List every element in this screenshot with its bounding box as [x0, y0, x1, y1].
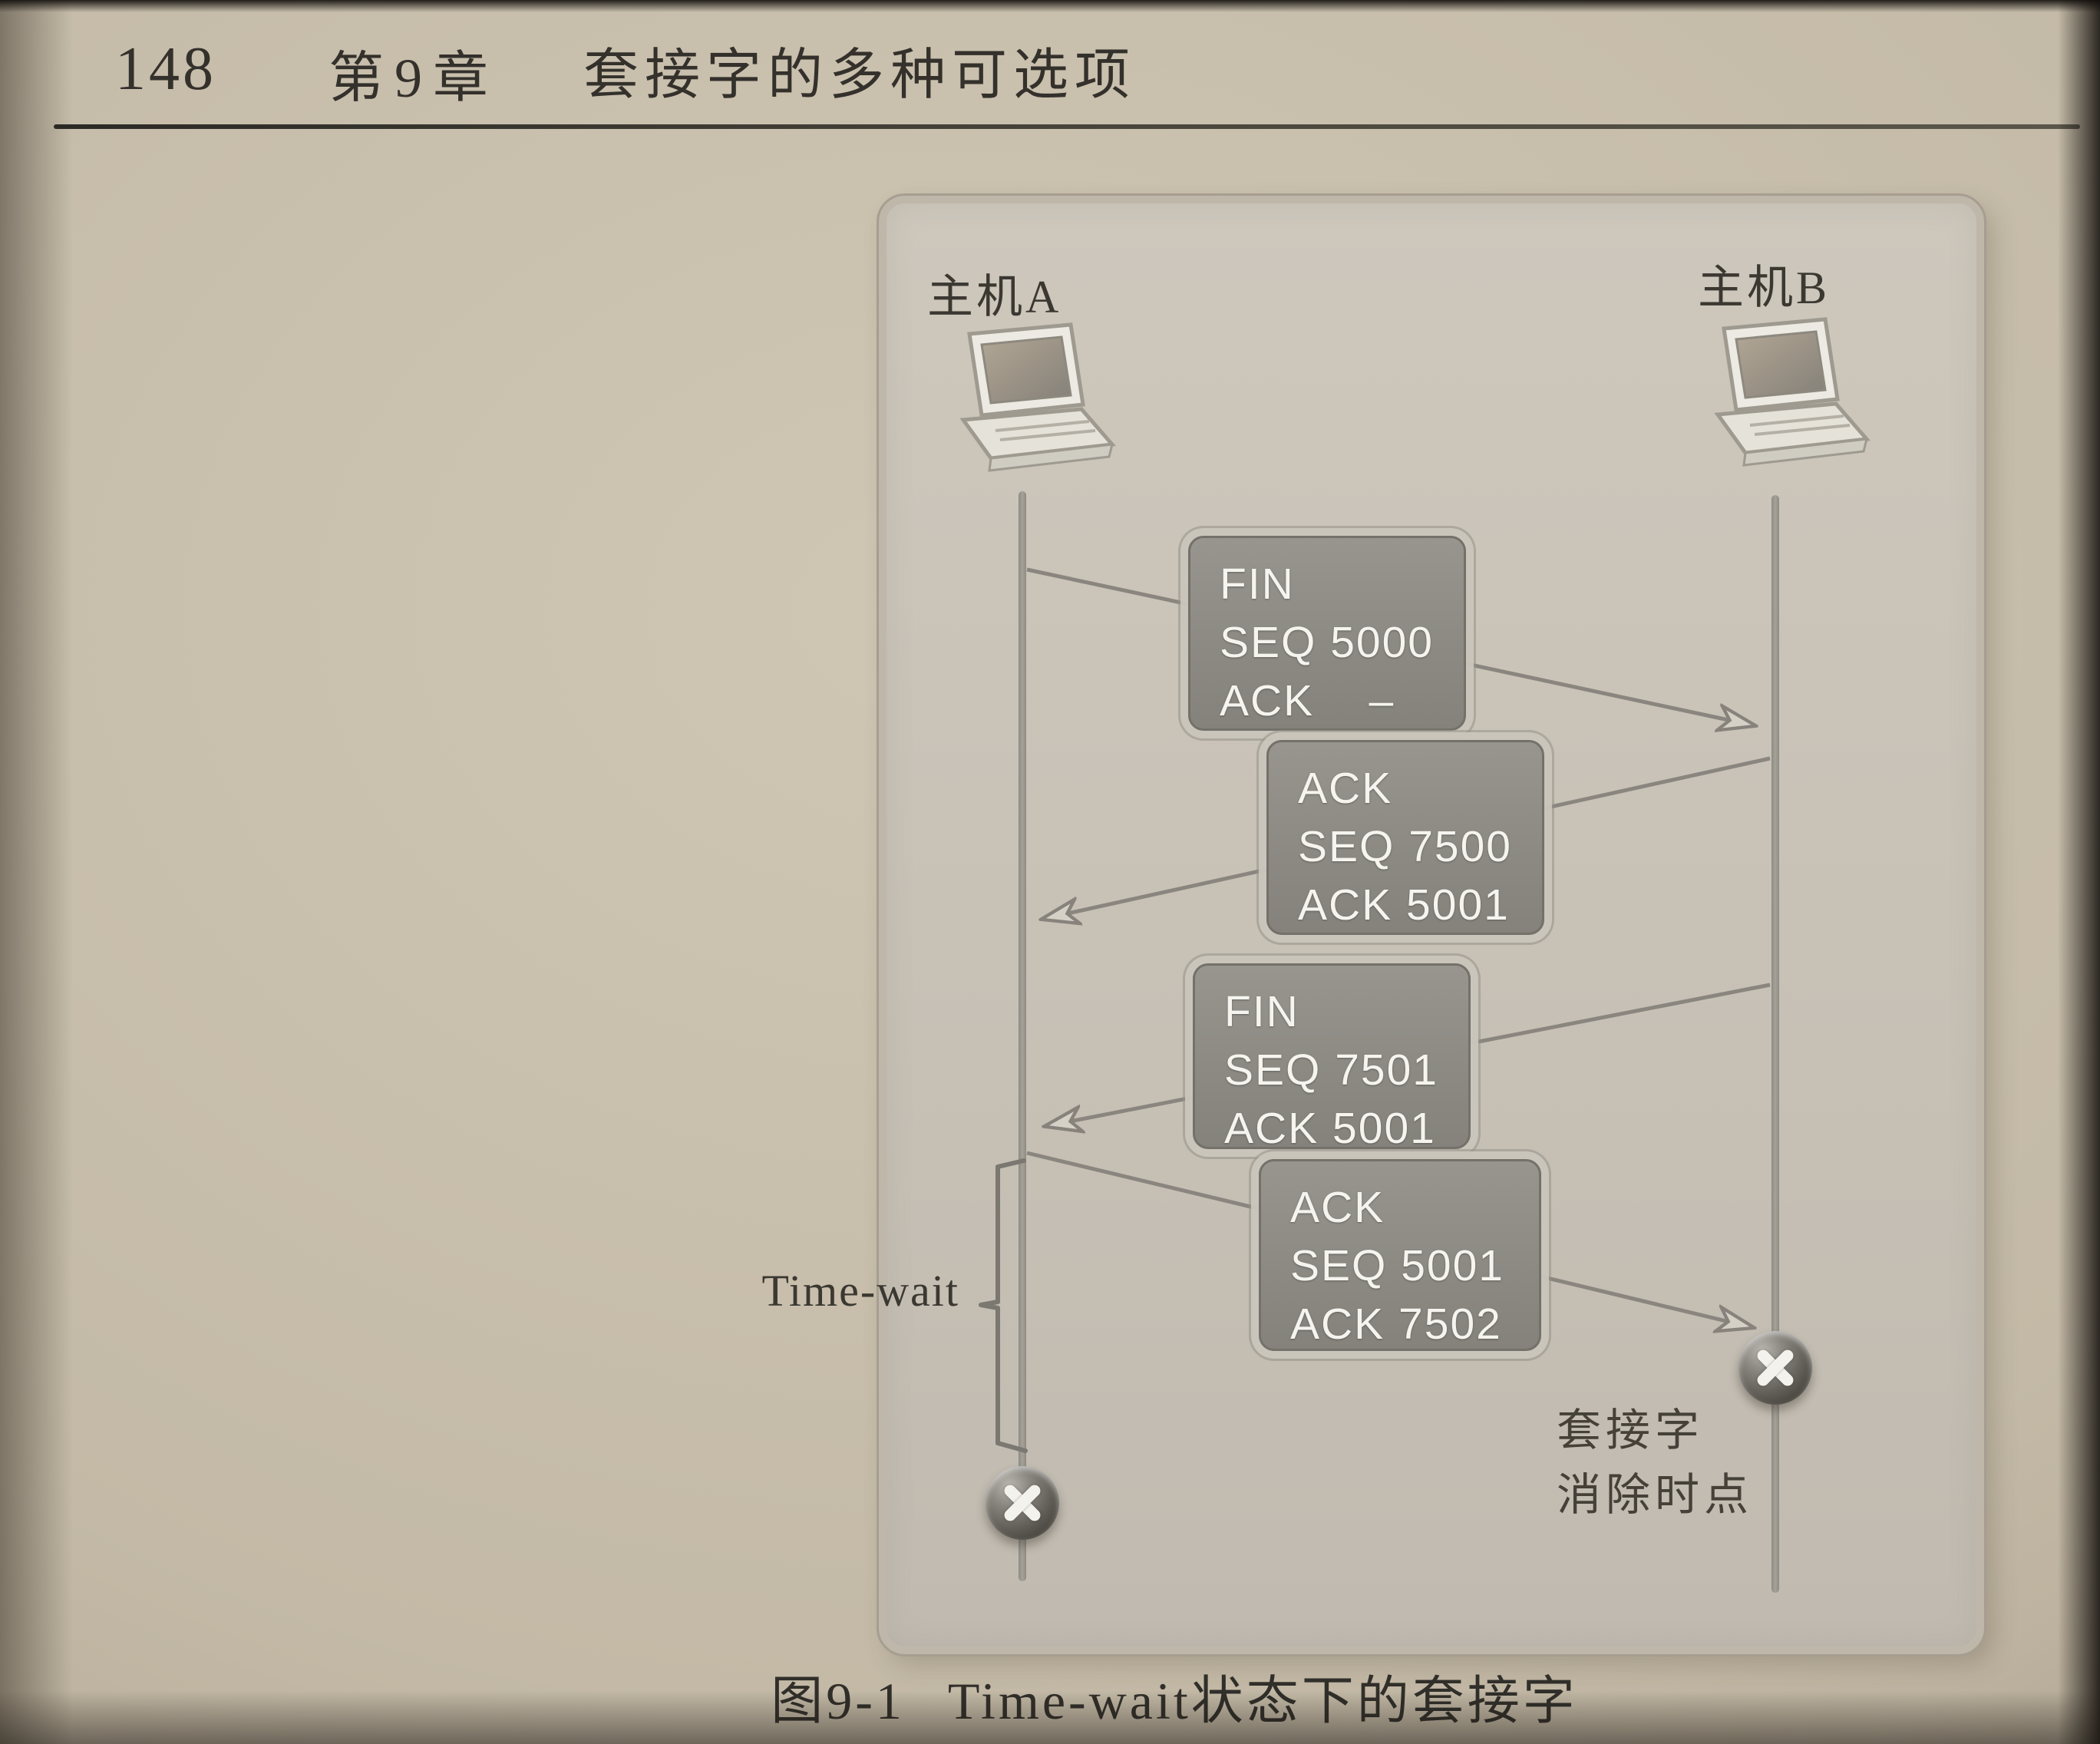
message-box-ack-1: ACK SEQ 7500 ACK 5001 [1266, 740, 1544, 935]
socket-close-line2: 消除时点 [1557, 1470, 1754, 1520]
figure-number: 图9-1 [771, 1672, 905, 1730]
message-flag: FIN [1224, 987, 1299, 1036]
socket-close-line1: 套接字 [1557, 1405, 1705, 1455]
figure-caption: 图9-1 Time-wait状态下的套接字 [249, 1658, 2100, 1734]
message-ack: ACK – [1220, 676, 1395, 725]
message-box-ack-2: ACK SEQ 5001 ACK 7502 [1259, 1159, 1541, 1351]
laptop-icon-host-a [959, 322, 1117, 472]
message-box-fin-1: FIN SEQ 5000 ACK – [1188, 536, 1466, 731]
socket-close-marker-a [986, 1466, 1059, 1540]
host-a-label: 主机A [927, 272, 1062, 322]
figure-title: Time-wait状态下的套接字 [947, 1672, 1578, 1730]
laptop-icon-host-b [1714, 317, 1871, 467]
message-ack: ACK 7502 [1290, 1300, 1502, 1349]
message-flag: ACK [1290, 1183, 1385, 1232]
message-ack: ACK 5001 [1298, 880, 1510, 930]
message-box-fin-2: FIN SEQ 7501 ACK 5001 [1193, 963, 1471, 1153]
time-wait-label: Time-wait [761, 1266, 959, 1316]
socket-close-marker-b [1738, 1331, 1812, 1405]
time-wait-bracket [979, 1158, 1028, 1453]
message-ack: ACK 5001 [1224, 1104, 1436, 1153]
host-b-label: 主机B [1698, 263, 1831, 313]
message-seq: SEQ 7500 [1298, 822, 1513, 871]
message-seq: SEQ 5000 [1220, 618, 1435, 667]
socket-close-label: 套接字 消除时点 [1557, 1399, 1753, 1528]
message-seq: SEQ 7501 [1224, 1045, 1439, 1095]
message-flag: ACK [1298, 764, 1393, 813]
message-seq: SEQ 5001 [1290, 1241, 1505, 1290]
message-flag: FIN [1220, 560, 1295, 609]
